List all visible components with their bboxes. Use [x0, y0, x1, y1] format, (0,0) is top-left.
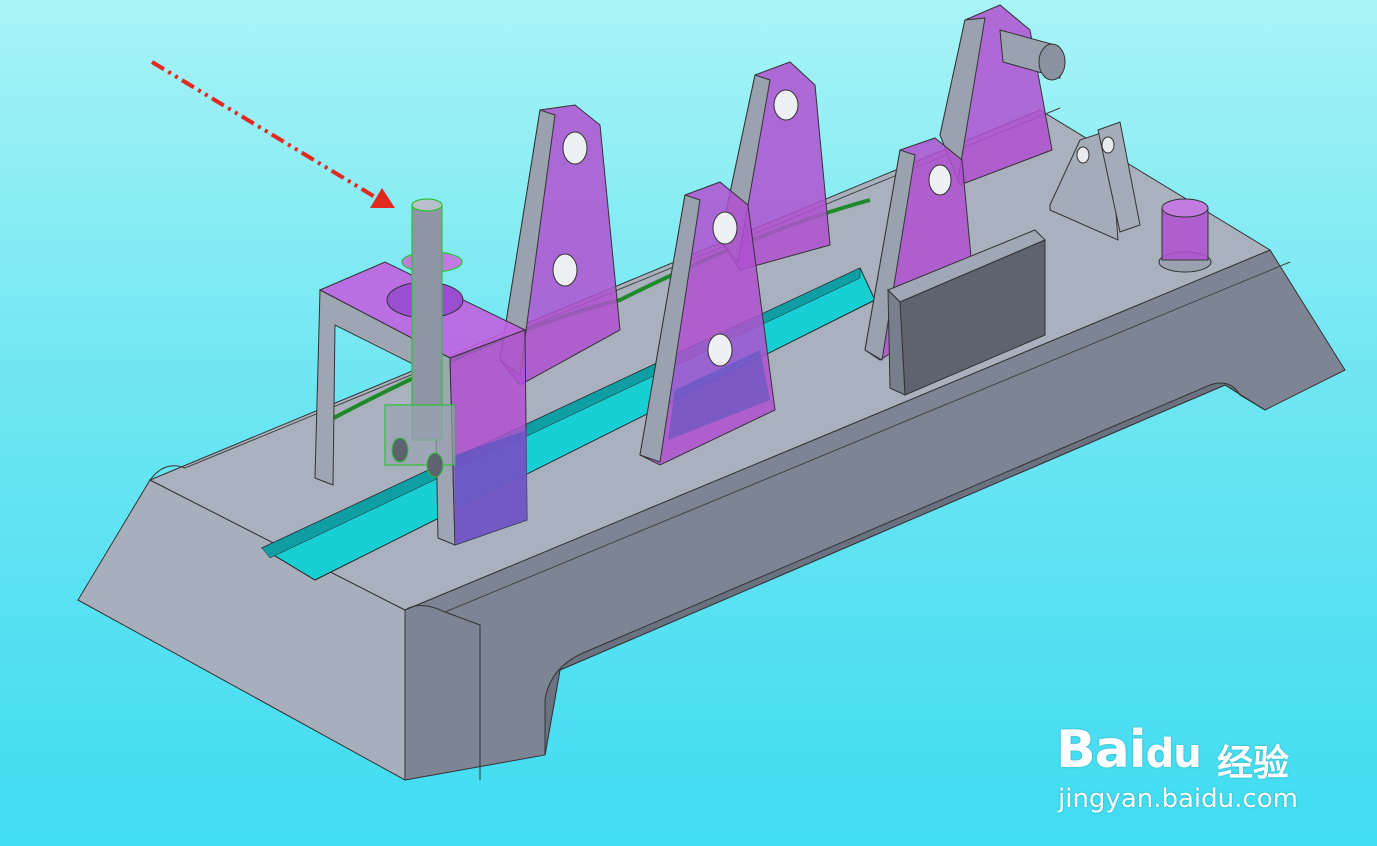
watermark-brand: Baidu	[1056, 720, 1202, 780]
watermark-brand-text: Bai	[1056, 720, 1147, 780]
base-corner-left	[149, 465, 186, 481]
watermark-paw-text: du	[1145, 731, 1202, 777]
base-arch	[544, 382, 1266, 756]
selected-plunger[interactable]	[384, 198, 463, 478]
clevis-bracket[interactable]	[1049, 121, 1141, 241]
watermark-suffix: 经验	[1217, 743, 1290, 784]
support-plate-3[interactable]	[939, 4, 1066, 186]
baidu-watermark: Baidu 经验 jingyan.baidu.com	[1052, 700, 1332, 820]
small-cup[interactable]	[1158, 198, 1212, 273]
support-plate-1[interactable]	[499, 104, 621, 386]
pointer-arrow	[150, 60, 395, 208]
rectangular-block[interactable]	[887, 229, 1046, 396]
support-plate-4[interactable]	[639, 181, 776, 466]
watermark-url: jingyan.baidu.com	[1058, 784, 1298, 814]
